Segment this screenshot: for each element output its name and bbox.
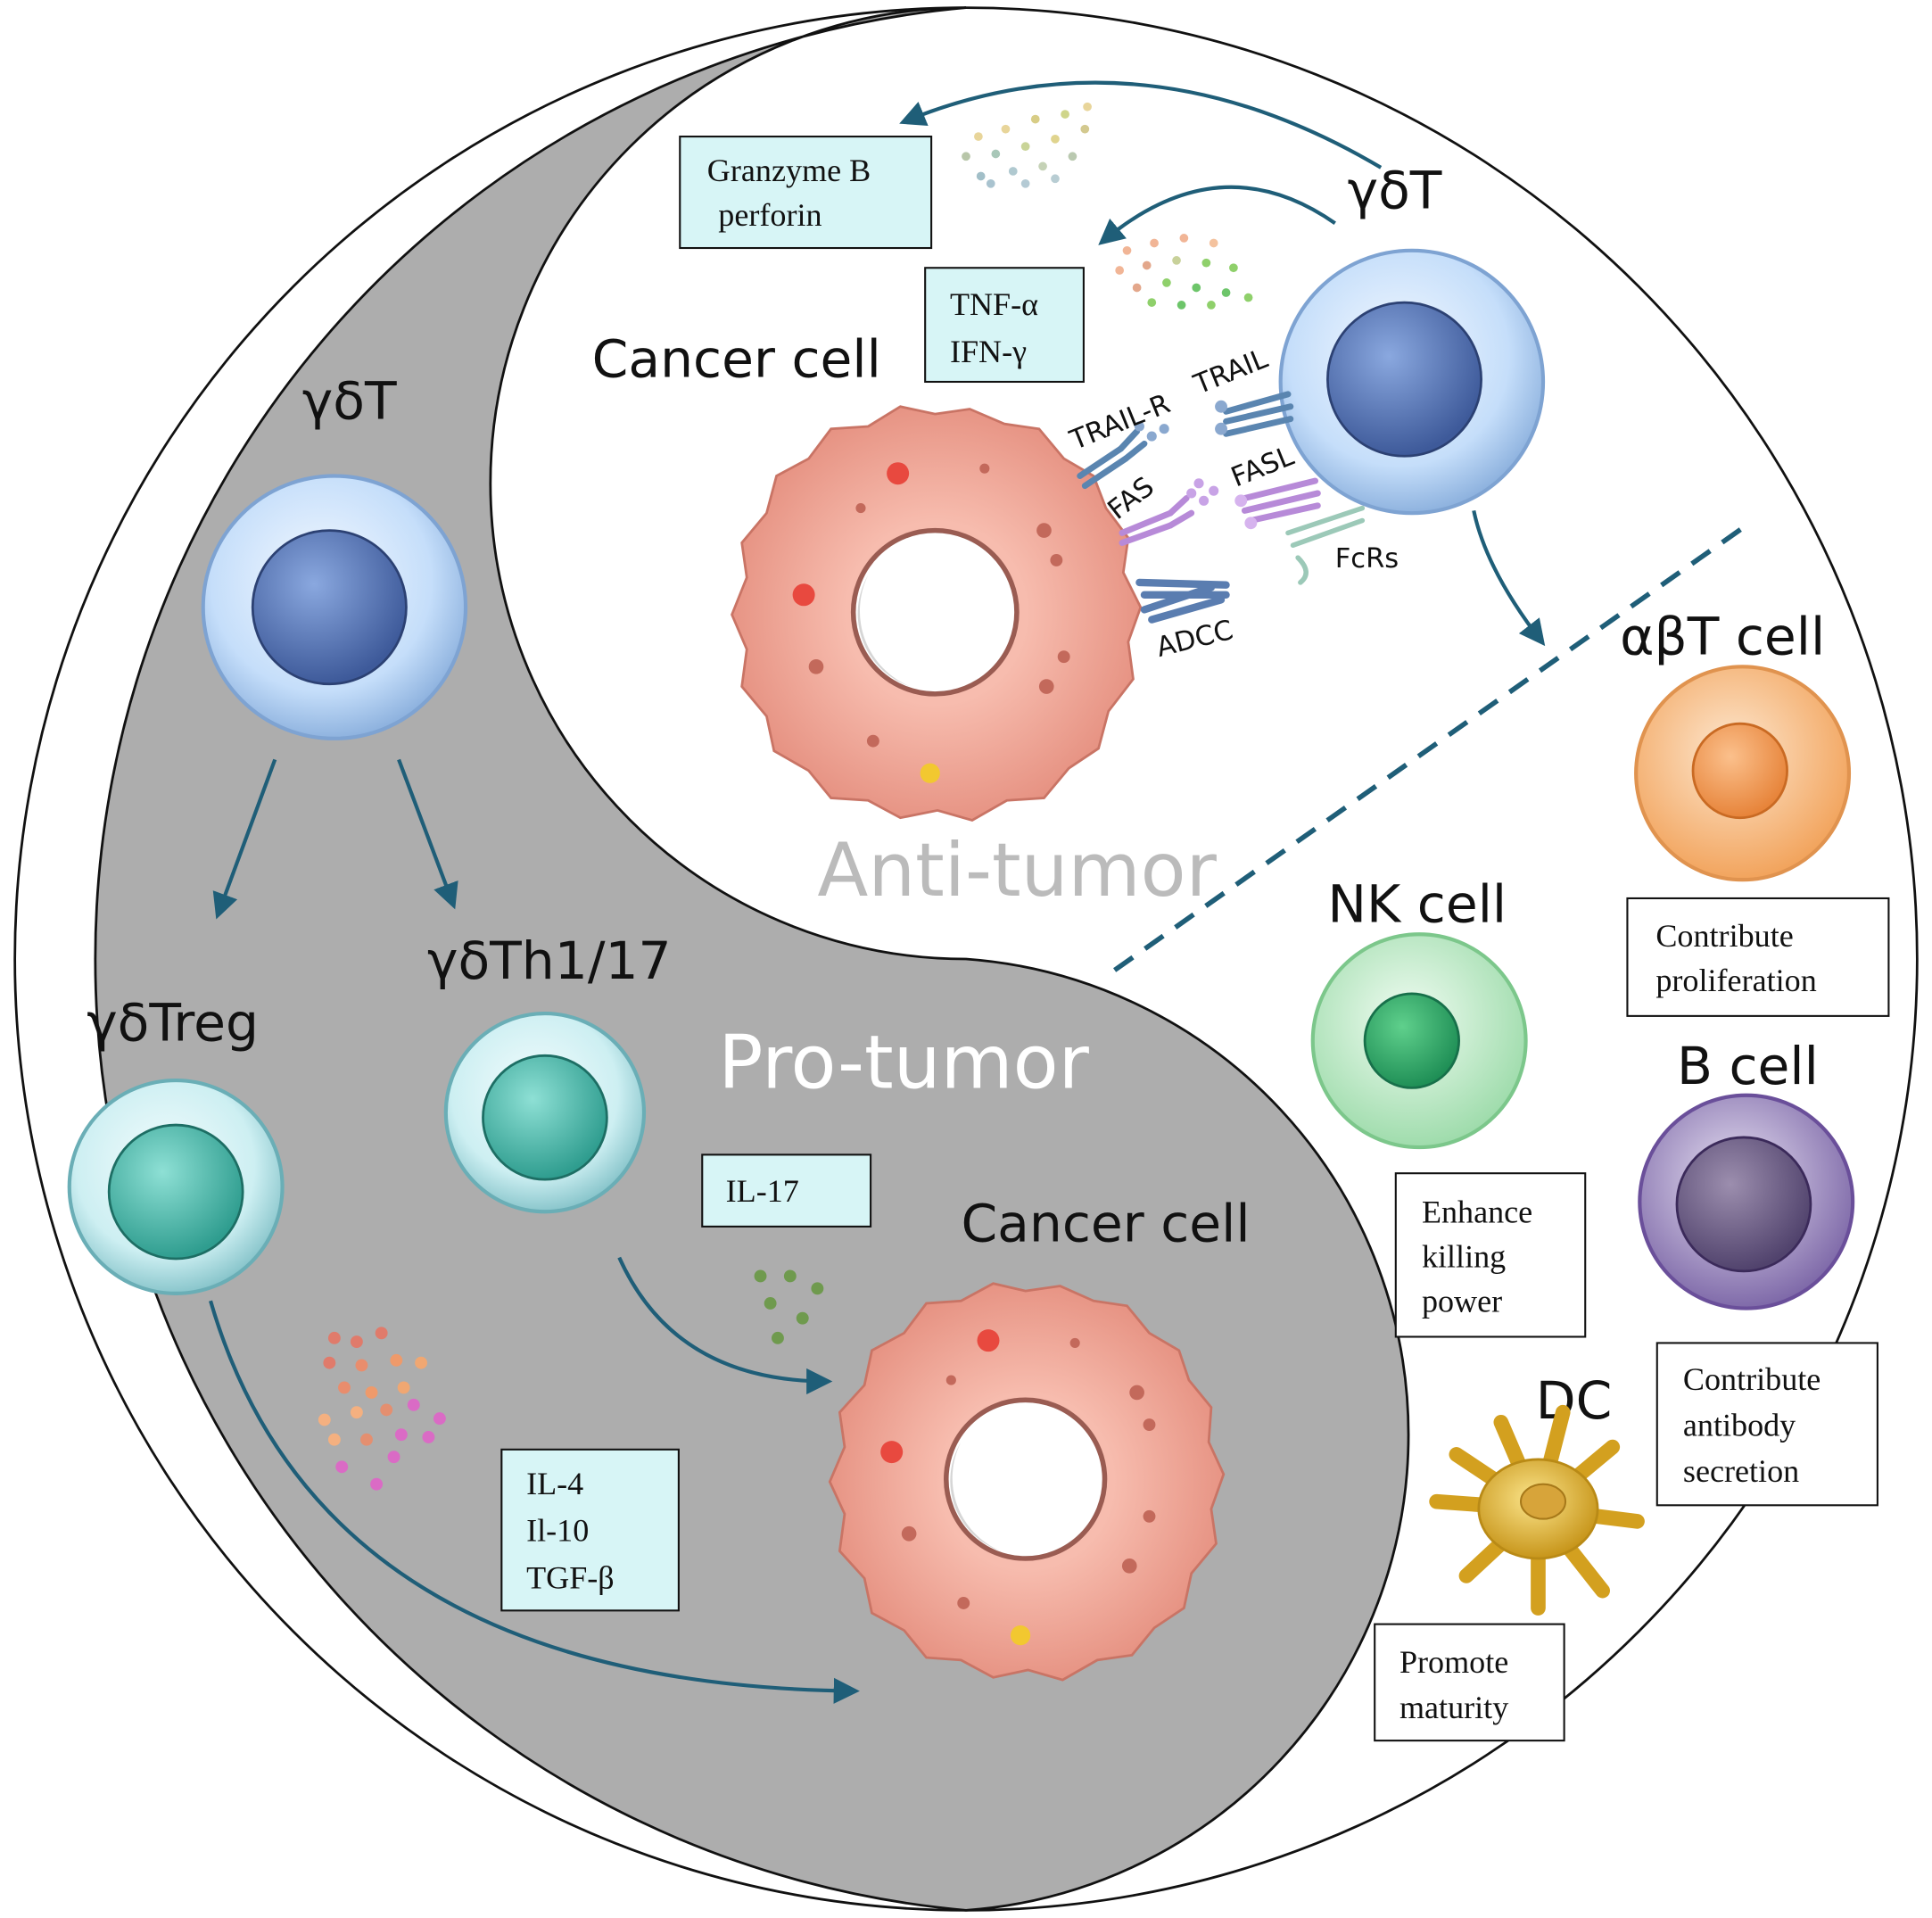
pro-cancer-cell <box>828 1282 1226 1682</box>
pro-gdt-title: γδT <box>302 371 397 432</box>
divider-line <box>1113 523 1748 972</box>
treg-title: γδTreg <box>87 993 259 1054</box>
anti-gdt-title: γδT <box>1348 161 1442 221</box>
svg-text:IL-17: IL-17 <box>726 1173 799 1209</box>
pro-gdt-cell <box>201 474 468 740</box>
ab-title: αβT cell <box>1620 606 1825 666</box>
svg-text:TNF-α: TNF-α <box>950 286 1038 322</box>
anti-cancer-cell <box>731 405 1143 822</box>
th-title: γδTh1/17 <box>427 930 672 991</box>
dc-title: DC <box>1536 1370 1613 1431</box>
granzyme-box: Granzyme B perforin <box>679 136 933 250</box>
b-title: B cell <box>1677 1036 1819 1096</box>
svg-text:antibody: antibody <box>1683 1408 1796 1443</box>
svg-text:Promote: Promote <box>1399 1644 1508 1680</box>
trail-label: TRAIL <box>1189 343 1272 401</box>
svg-text:secretion: secretion <box>1683 1453 1799 1489</box>
th-cell <box>443 1012 647 1214</box>
svg-text:IL-4: IL-4 <box>526 1466 583 1501</box>
svg-text:IFN-γ: IFN-γ <box>950 334 1027 369</box>
granzyme-dots-icon <box>962 102 1092 188</box>
nk-cell <box>1310 932 1528 1150</box>
ab-box: Contribute proliferation <box>1626 897 1890 1017</box>
svg-text:proliferation: proliferation <box>1655 963 1816 998</box>
b-cell <box>1638 1093 1855 1310</box>
il17-box: IL-17 <box>701 1153 872 1228</box>
fcrs-label: FcRs <box>1335 543 1399 575</box>
arrow-granzyme <box>899 80 1383 169</box>
arrow-treg-to-cancer <box>209 1300 860 1704</box>
treg-dots-icon <box>318 1327 446 1491</box>
pro-tumor-label: Pro-tumor <box>718 1019 1089 1105</box>
svg-text:Enhance: Enhance <box>1422 1195 1532 1230</box>
svg-text:power: power <box>1422 1284 1502 1319</box>
treg-cytokine-box: IL-4 Il-10 TGF-β <box>500 1448 680 1612</box>
svg-text:maturity: maturity <box>1399 1690 1508 1725</box>
adcc-label: ADCC <box>1153 615 1236 664</box>
svg-text:Contribute: Contribute <box>1683 1361 1821 1397</box>
b-box: Contribute antibody secretion <box>1655 1342 1878 1507</box>
outer-circle <box>13 6 1919 1912</box>
anti-gdt-cell <box>1278 248 1546 516</box>
dc-box: Promote maturity <box>1374 1623 1565 1742</box>
svg-text:killing: killing <box>1422 1239 1506 1275</box>
tnf-dots-icon <box>1115 234 1253 310</box>
pro-cancer-title: Cancer cell <box>961 1194 1250 1254</box>
svg-text:Contribute: Contribute <box>1655 918 1793 954</box>
svg-text:TGF-β: TGF-β <box>526 1559 615 1595</box>
tnf-box: TNF-α IFN-γ <box>924 267 1085 384</box>
nk-title: NK cell <box>1327 873 1507 934</box>
arrow-to-th <box>397 758 458 910</box>
svg-text:perforin: perforin <box>718 197 822 233</box>
treg-cell <box>67 1078 285 1295</box>
arrow-tnf <box>1098 185 1336 245</box>
ab-cell <box>1634 665 1852 882</box>
svg-text:Il-10: Il-10 <box>526 1513 589 1549</box>
arrow-to-immune <box>1472 509 1546 647</box>
arrow-th-to-cancer <box>617 1256 833 1395</box>
arrow-to-treg <box>212 758 277 920</box>
nk-box: Enhance killing power <box>1394 1172 1587 1338</box>
il17-dots-icon <box>754 1269 824 1344</box>
receptor-icon <box>1077 391 1366 624</box>
anti-cancer-title: Cancer cell <box>592 328 881 389</box>
dendritic-cell-icon <box>1429 1404 1645 1616</box>
anti-tumor-label: Anti-tumor <box>817 827 1217 914</box>
pro-tumor-region <box>94 6 1410 1912</box>
svg-text:Granzyme B: Granzyme B <box>707 153 871 188</box>
